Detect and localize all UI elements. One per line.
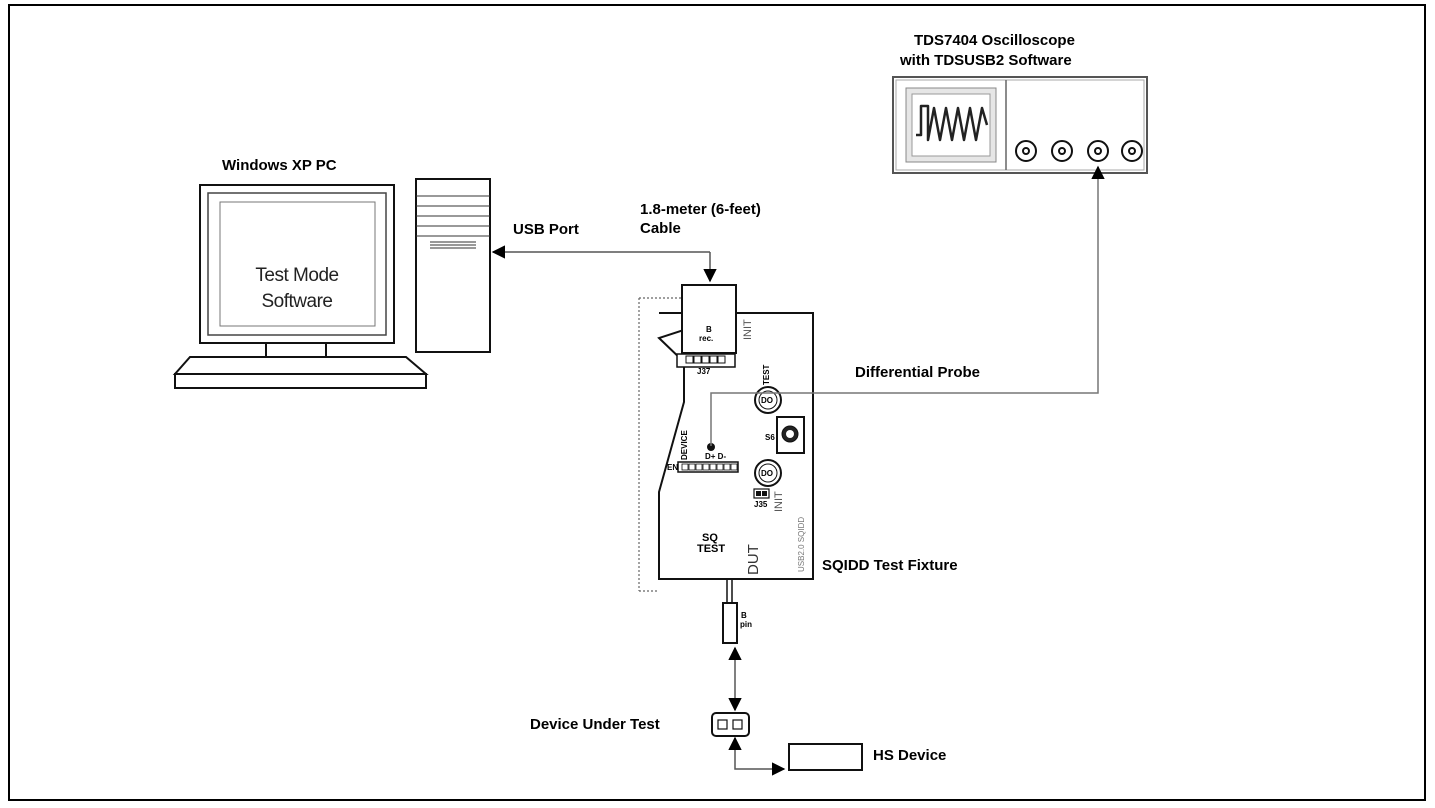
init-bottom-label: INIT — [773, 491, 785, 512]
diagram-frame — [8, 4, 1426, 801]
cable-label-line1: 1.8-meter (6-feet) — [640, 201, 761, 218]
device-under-test-label: Device Under Test — [530, 716, 660, 733]
do-bottom-label: DO — [761, 469, 773, 478]
init-top-label: INIT — [742, 319, 754, 340]
sq-label: SQ — [702, 532, 718, 544]
usb-cable — [491, 245, 717, 283]
differential-probe-label: Differential Probe — [855, 364, 981, 381]
screen-line1: Test Mode — [255, 265, 339, 286]
b-pin-label-2: pin — [740, 620, 752, 629]
usb2-label: USB2.0 SQIDD — [797, 516, 806, 572]
usb-port-label: USB Port — [513, 221, 579, 238]
device-under-test — [711, 712, 750, 737]
hs-device — [788, 743, 863, 771]
device-label: DEVICE — [680, 430, 689, 460]
differential-probe — [710, 165, 1105, 446]
waveform-icon — [916, 104, 989, 142]
pc-label: Windows XP PC — [222, 157, 337, 174]
oscilloscope-inputs — [1015, 140, 1143, 162]
s6-label: S6 — [765, 433, 775, 442]
dpdm-label: D+ D- — [705, 452, 727, 461]
j35-label: J35 — [754, 500, 768, 509]
test-fixture-board — [638, 284, 814, 644]
test-label: TEST — [762, 364, 771, 385]
b-rec-label-1: B — [706, 325, 712, 334]
oscilloscope-label-line1: TDS7404 Oscilloscope — [914, 32, 1075, 49]
cable-label-line2: Cable — [640, 220, 681, 237]
en-label: EN — [667, 463, 679, 472]
oscilloscope — [892, 76, 1148, 174]
screen-line2: Software — [261, 291, 333, 312]
b-rec-label-2: rec. — [699, 334, 714, 343]
oscilloscope-label-line2: with TDSUSB2 Software — [900, 52, 1072, 69]
dut-board-label: DUT — [745, 544, 762, 575]
hs-device-label: HS Device — [873, 747, 947, 764]
do-top-label: DO — [761, 396, 773, 405]
fixture-label: SQIDD Test Fixture — [822, 557, 958, 574]
sq-test-label: TEST — [697, 543, 726, 555]
b-pin-label-1: B — [741, 611, 747, 620]
j37-label: J37 — [697, 367, 711, 376]
dut-hs-link — [728, 736, 786, 776]
pc — [172, 178, 491, 389]
